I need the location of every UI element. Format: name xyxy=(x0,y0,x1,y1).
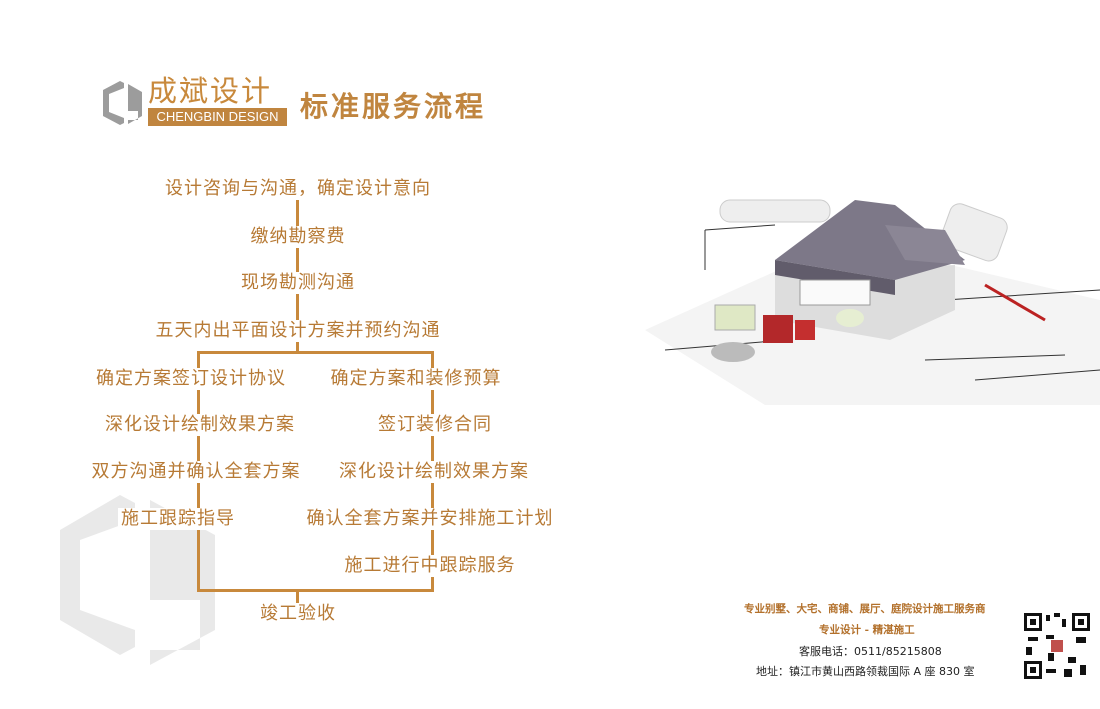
house-blueprint-image xyxy=(645,199,1100,405)
flow-step-left: 深化设计绘制效果方案 xyxy=(102,414,298,436)
flow-step-end: 竣工验收 xyxy=(257,603,339,625)
tagline-services: 专业别墅、大宅、商铺、展厅、庭院设计施工服务商 xyxy=(744,603,986,615)
flow-step-left: 施工跟踪指导 xyxy=(118,508,238,530)
flow-line xyxy=(296,589,299,605)
tagline-slogan: 专业设计 - 精湛施工 xyxy=(819,624,915,636)
flow-step-right: 确认全套方案并安排施工计划 xyxy=(303,508,557,530)
flow-step-left: 双方沟通并确认全套方案 xyxy=(88,461,304,483)
flow-step-right: 确定方案和装修预算 xyxy=(327,368,505,390)
flow-line xyxy=(197,351,434,354)
address: 地址：镇江市黄山西路领裁国际 A 座 830 室 xyxy=(756,665,975,678)
flow-step: 现场勘测沟通 xyxy=(238,272,358,294)
brand-name-en: CHENGBIN DESIGN xyxy=(148,108,287,126)
flow-step-right: 签订装修合同 xyxy=(375,414,495,436)
flow-step: 设计咨询与沟通，确定设计意向 xyxy=(162,178,434,200)
qr-code-icon[interactable] xyxy=(1024,613,1090,679)
flow-line xyxy=(197,589,434,592)
cb-logo-icon xyxy=(103,81,142,125)
flow-step-right: 施工进行中跟踪服务 xyxy=(341,555,519,577)
page-title: 标准服务流程 xyxy=(300,90,487,123)
brand-name-cn: 成斌设计 xyxy=(148,74,273,108)
flow-step-left: 确定方案签订设计协议 xyxy=(93,368,289,390)
flow-step: 缴纳勘察费 xyxy=(247,226,349,248)
phone-number: 客服电话：0511/85215808 xyxy=(799,645,942,658)
flow-step: 五天内出平面设计方案并预约沟通 xyxy=(152,320,444,342)
flow-step-right: 深化设计绘制效果方案 xyxy=(336,461,532,483)
